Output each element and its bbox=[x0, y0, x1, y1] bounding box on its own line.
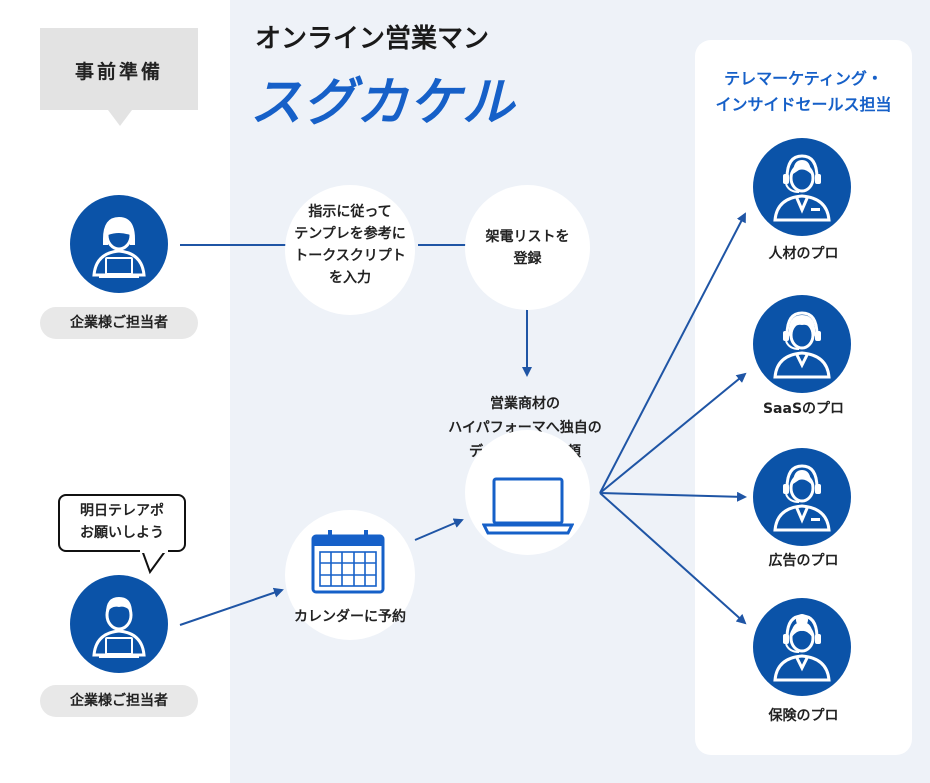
operators-title: テレマーケティング・ インサイドセールス担当 bbox=[695, 66, 912, 118]
arrow-client-to-calendar bbox=[179, 587, 284, 626]
person-laptop-icon bbox=[70, 195, 168, 293]
service-title: スグカケル bbox=[250, 73, 516, 133]
step-template-line4: を入力 bbox=[329, 270, 371, 286]
request-bubble bbox=[58, 494, 186, 552]
client-bottom-label: 企業様ご担当者 bbox=[40, 685, 198, 717]
request-bubble-line2: お願いしよう bbox=[80, 525, 164, 541]
request-bubble-text: 明日テレアポ お願いしよう bbox=[58, 500, 186, 544]
step-list-circle bbox=[465, 185, 590, 310]
client-top-label: 企業様ご担当者 bbox=[40, 307, 198, 339]
pro-label-ads: 広告のプロ bbox=[768, 553, 839, 569]
pro-label-hr: 人材のプロ bbox=[768, 246, 839, 262]
step-center-line1: 営業商材の bbox=[490, 396, 560, 412]
step-list-text: 架電リストを 登録 bbox=[450, 226, 605, 270]
step-list-line2: 登録 bbox=[513, 251, 542, 267]
arrow-center-to-pro-2 bbox=[599, 372, 747, 494]
headset-operator-icon bbox=[753, 448, 851, 546]
step-calendar-label: カレンダーに予約 bbox=[294, 609, 406, 625]
step-template-circle bbox=[285, 185, 415, 315]
prep-bubble bbox=[40, 28, 198, 110]
pro-label-insurance: 保険のプロ bbox=[768, 708, 839, 724]
step-template-line3: トークスクリプト bbox=[294, 248, 406, 264]
prep-label: 事前準備 bbox=[74, 61, 163, 83]
step-center-line2: ハイパフォーマへ独自の bbox=[448, 420, 602, 436]
calendar-icon bbox=[311, 530, 385, 594]
operators-title-line1: テレマーケティング・ bbox=[724, 69, 883, 88]
prep-bubble-tail bbox=[108, 110, 132, 126]
operators-title-line2: インサイドセールス担当 bbox=[715, 95, 892, 114]
arrow-center-to-pro-3 bbox=[599, 491, 747, 502]
request-bubble-tail bbox=[140, 550, 168, 575]
arrow-center-to-pro-1 bbox=[599, 212, 746, 494]
pro-label-saas: SaaSのプロ bbox=[762, 401, 845, 417]
step-list-line1: 架電リストを bbox=[485, 229, 570, 245]
step-template-text: 指示に従って テンプレを参考に トークスクリプト を入力 bbox=[270, 201, 430, 289]
arrow-calendar-to-center bbox=[414, 518, 464, 541]
arrow-center-to-pro-4 bbox=[599, 492, 747, 625]
headset-operator-icon bbox=[753, 295, 851, 393]
headset-operator-icon bbox=[753, 598, 851, 696]
service-subtitle: オンライン営業マン bbox=[255, 24, 490, 54]
step-template-line1: 指示に従って bbox=[308, 204, 392, 220]
headset-operator-icon bbox=[753, 138, 851, 236]
step-template-line2: テンプレを参考に bbox=[294, 226, 406, 242]
person-laptop-icon bbox=[70, 575, 168, 673]
request-bubble-line1: 明日テレアポ bbox=[80, 503, 164, 519]
laptop-icon bbox=[482, 477, 574, 535]
